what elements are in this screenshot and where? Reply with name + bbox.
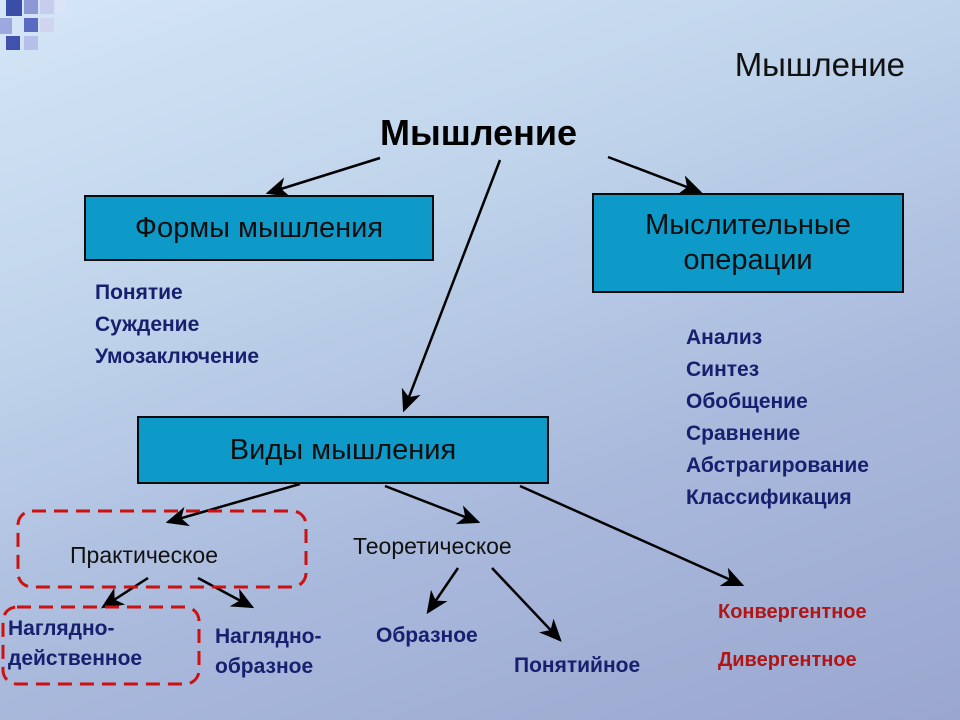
practical-label: Практическое (70, 542, 218, 568)
types-box: Виды мышления (137, 416, 549, 484)
decor-square (40, 18, 54, 32)
list-item: Классификация (686, 486, 852, 509)
operations-box-line2: операции (683, 244, 813, 276)
arrow-practical-to-visual-action (100, 576, 149, 609)
decor-square (24, 18, 38, 32)
arrow-types-to-practical (165, 482, 301, 527)
figurative-label: Образное (376, 624, 478, 647)
forms-box-label: Формы мышления (134, 211, 384, 244)
list-item: Суждение (95, 313, 200, 336)
slide-title: Мышление (734, 46, 905, 83)
list-item: Сравнение (686, 422, 801, 445)
decor-square (6, 0, 22, 16)
list-item: Обобщение (686, 390, 808, 413)
conceptual-label: Понятийное (514, 654, 641, 677)
arrow-types-to-theoretical (384, 484, 481, 525)
decor-square (24, 36, 38, 50)
decor-square (24, 0, 38, 14)
convergent-label: Конвергентное (718, 601, 867, 623)
arrow-root-to-forms (265, 156, 381, 197)
arrow-theoretical-to-figurative (426, 567, 460, 615)
decor-square (56, 0, 66, 14)
arrow-types-to-convergent (519, 484, 745, 587)
arrow-practical-to-visual-figurative (197, 576, 255, 609)
list-item: Синтез (686, 358, 760, 381)
arrow-theoretical-to-conceptual (491, 567, 562, 642)
arrow-root-to-types (401, 159, 502, 413)
operations-list: Анализ Синтез Обобщение Сравнение Абстра… (686, 322, 869, 514)
list-item: Умозаключение (95, 345, 260, 368)
decor-square (0, 18, 12, 34)
divergent-label: Дивергентное (718, 649, 857, 671)
root-node: Мышление (380, 112, 578, 153)
visual-action-label: Наглядно- действенное (8, 617, 143, 670)
list-item: Анализ (686, 326, 763, 349)
decor-square (40, 0, 54, 14)
operations-box: Мыслительные операции (592, 193, 904, 293)
forms-list: Понятие Суждение Умозаключение (95, 277, 259, 373)
visual-figurative-label: Наглядно- образное (215, 625, 322, 678)
arrow-root-to-operations (607, 155, 703, 195)
theoretical-label: Теоретическое (353, 533, 512, 559)
list-item: Понятие (95, 281, 183, 304)
visual-action-dashed-frame (1, 605, 201, 686)
forms-box: Формы мышления (84, 195, 434, 261)
list-item: Абстрагирование (686, 454, 869, 477)
types-box-label: Виды мышления (229, 433, 457, 466)
operations-box-line1: Мыслительные (645, 209, 851, 242)
decor-square (6, 36, 20, 50)
